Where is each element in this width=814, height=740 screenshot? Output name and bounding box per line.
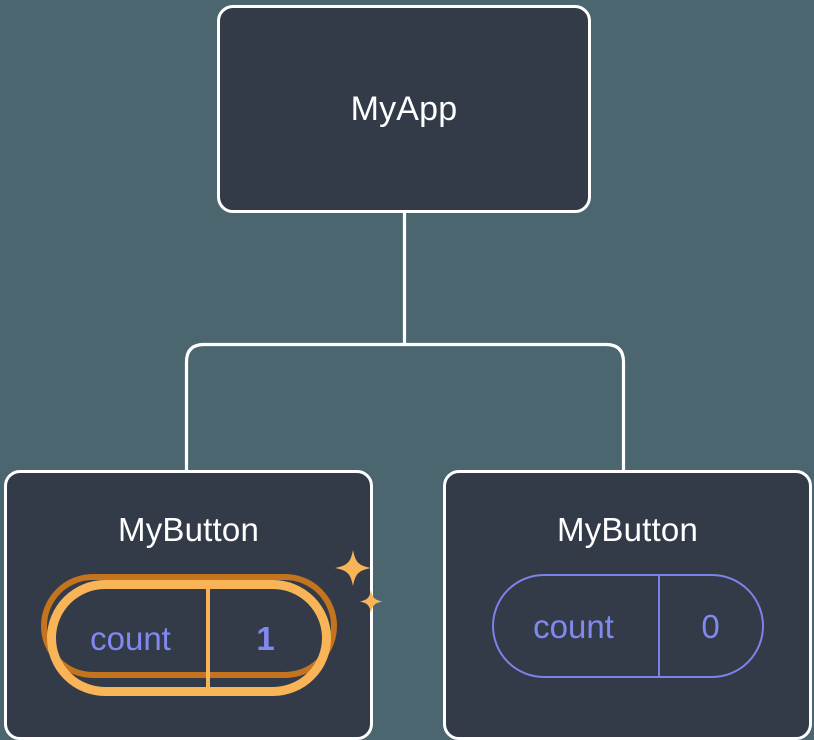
state-pill-right-key: count (494, 576, 660, 676)
node-mybutton-right-title: MyButton (557, 511, 698, 548)
state-pill-left-key: count (56, 589, 210, 687)
node-mybutton-left[interactable]: MyButton count 1 (4, 470, 382, 740)
state-pill-left[interactable]: count 1 (46, 580, 331, 696)
state-pill-left-wrap: count 1 (40, 550, 382, 696)
sparkle-large-icon (334, 550, 371, 586)
node-mybutton-left-title: MyButton (118, 511, 259, 548)
node-myapp[interactable]: MyApp (217, 5, 591, 213)
connector-children-bus (184, 342, 626, 470)
state-pill-right[interactable]: count 0 (491, 574, 764, 678)
node-mybutton-right[interactable]: MyButton count 0 (443, 470, 812, 740)
state-pill-left-glow-ring: count 1 (40, 574, 337, 696)
state-pill-right-wrap: count 0 (491, 574, 764, 678)
state-pill-left-value: 1 (256, 619, 275, 657)
node-myapp-title: MyApp (350, 90, 458, 128)
state-pill-right-value: 0 (701, 607, 720, 645)
